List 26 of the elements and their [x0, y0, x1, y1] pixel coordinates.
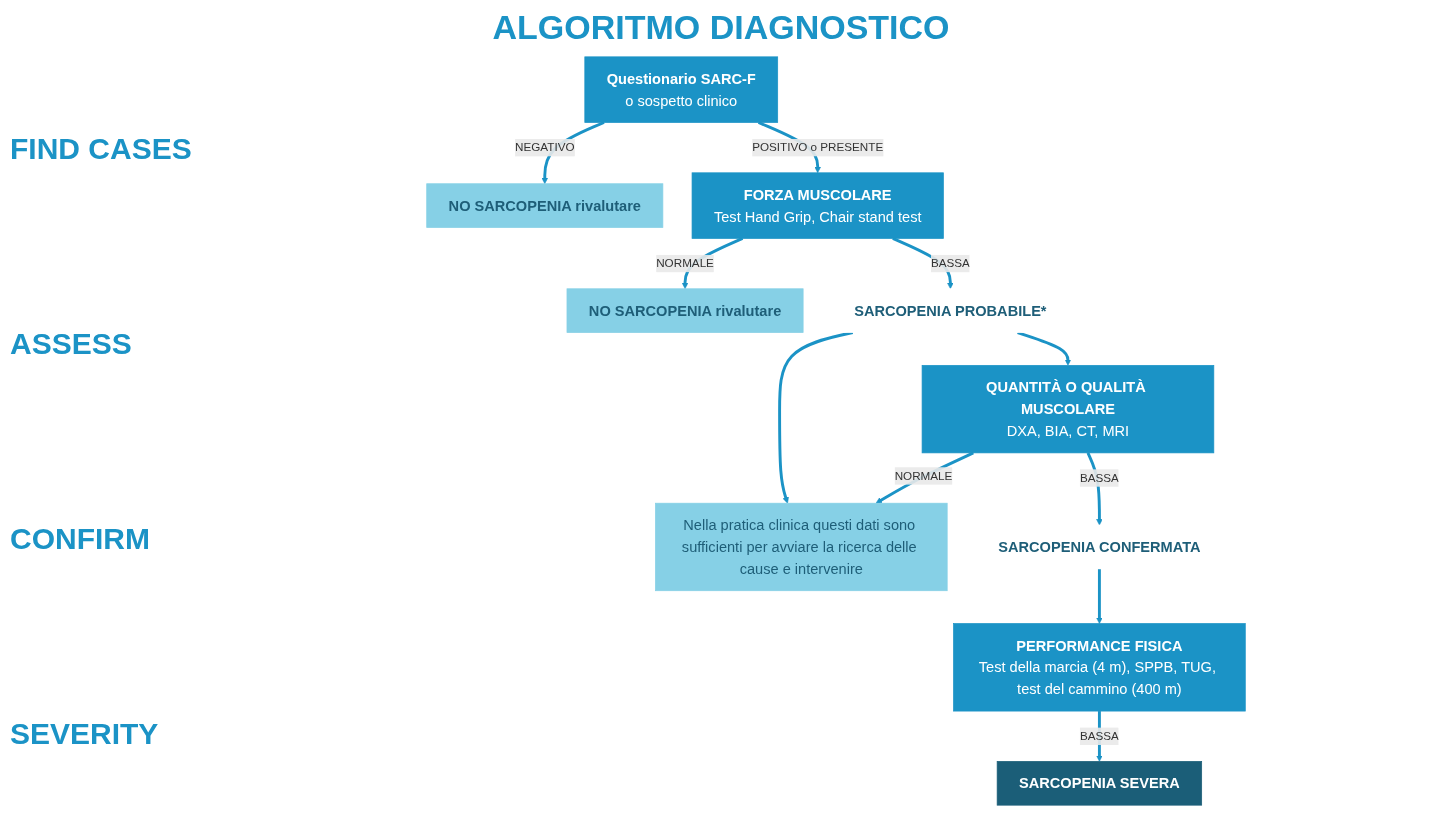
- node-text: SARCOPENIA PROBABILE*: [854, 302, 1047, 319]
- diagram-title: ALGORITMO DIAGNOSTICO: [492, 8, 950, 47]
- edge-label: BASSA: [1079, 729, 1119, 743]
- edge-label: POSITIVO o PRESENTE: [752, 141, 884, 154]
- edge-label: NEGATIVO: [515, 141, 575, 154]
- arrow: [1017, 331, 1072, 366]
- edge-label: BASSA: [1079, 471, 1119, 484]
- stage-label: SEVERITY: [10, 717, 160, 752]
- stage-label: FIND CASES: [10, 131, 193, 166]
- stage-label: ASSESS: [10, 326, 133, 361]
- node-box: QUANTITÀ O QUALITÀ MUSCOLARE DXA, BIA, CT, MRI: [921, 365, 1215, 454]
- edge-label: NORMALE: [656, 257, 714, 270]
- node-box: SARCOPENIA SEVERA: [996, 761, 1203, 806]
- arrow: [778, 331, 854, 504]
- node-box: NO SARCOPENIA rivalutare: [426, 183, 664, 228]
- edge-label: NORMALE: [894, 469, 953, 482]
- node-text: SARCOPENIA CONFERMATA: [998, 538, 1201, 555]
- node-box: FORZA MUSCOLARE Test Hand Grip, Chair stand test: [691, 172, 944, 239]
- node-box: Nella pratica clinica questi dati sono sufficienti per avviare la ricerca delle cause e intervenire: [655, 502, 948, 592]
- node-box: NO SARCOPENIA rivalutare: [566, 288, 804, 333]
- node-box: PERFORMANCE FISICA Test della marcia (4 m), SPPB, TUG, test del cammino (400 m): [953, 623, 1246, 712]
- stage-label: CONFIRM: [10, 522, 151, 557]
- arrow: [1096, 568, 1103, 624]
- node-box: Questionario SARC-F o sospetto clinico: [584, 56, 779, 123]
- edge-label: BASSA: [930, 257, 970, 270]
- arrow: [875, 451, 974, 504]
